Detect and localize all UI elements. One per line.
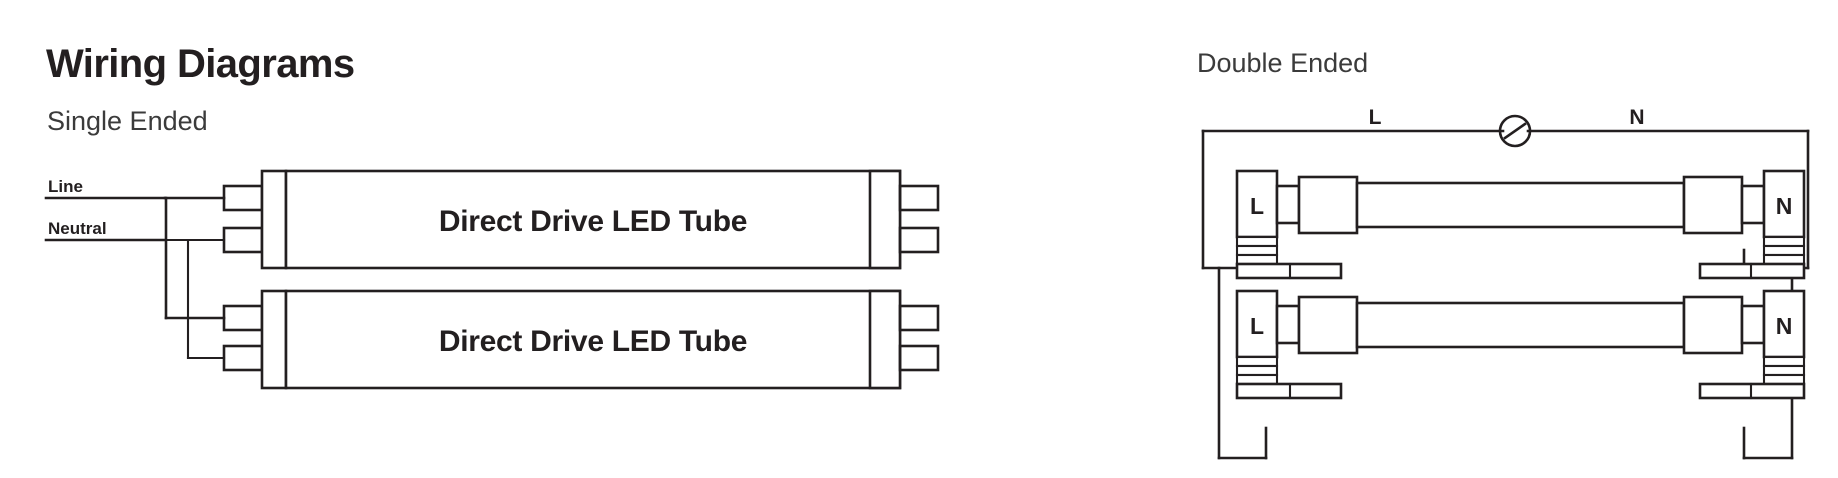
row-2-left-socket-label: L [1250, 313, 1264, 339]
row-1-right-socket-contact-1 [1762, 235, 1806, 248]
row-1-left-lamp-pin [1297, 175, 1359, 235]
neutral-wire-label: Neutral [48, 219, 107, 238]
row-1-left-socket-contact-1 [1235, 235, 1279, 248]
row-2-right-socket-contact-1 [1762, 355, 1806, 368]
row-2-right-lamp-pin [1682, 295, 1744, 355]
row-2-left-socket-contact-3 [1235, 373, 1279, 386]
row-2-left-socket: L [1235, 289, 1343, 400]
tube-2-left-pin-bottom [222, 344, 264, 372]
row-2-left-lamp-pin [1297, 295, 1359, 355]
double-ended-row-2: L N [1235, 289, 1806, 400]
row-2-right-socket-neck [1740, 304, 1766, 345]
row-1-right-lamp-pin [1682, 175, 1744, 235]
row-2-left-socket-contact-2 [1235, 364, 1279, 377]
tube-1-left-pin-bottom [222, 226, 264, 254]
double-ended-heading: Double Ended [1197, 48, 1369, 78]
row-1-left-socket-contact-3 [1235, 253, 1279, 266]
row-2-left-socket-contact-1 [1235, 355, 1279, 368]
row-1-right-socket: N [1698, 169, 1806, 280]
line-wire-label: Line [48, 177, 83, 196]
bus-label-line: L [1369, 106, 1382, 129]
tube-1-right-endcap [868, 169, 902, 270]
source-symbol-icon [1498, 114, 1532, 148]
tube-1-left-endcap [260, 169, 288, 270]
tube-2-label: Direct Drive LED Tube [439, 325, 747, 358]
tube-1-left-pin-top [222, 184, 264, 212]
row-1-tube-body [1355, 181, 1686, 229]
row-2-left-socket-neck [1275, 304, 1301, 345]
row-1-left-socket-contact-2 [1235, 244, 1279, 257]
tube-2-left-pin-top [222, 304, 264, 332]
tube-1-label: Direct Drive LED Tube [439, 205, 747, 238]
tube-2-left-endcap [260, 289, 288, 390]
tube-1: Direct Drive LED Tube [222, 169, 940, 270]
tube-1-right-pin-top [898, 184, 940, 212]
tube-2: Direct Drive LED Tube [222, 289, 940, 390]
tube-2-body [284, 289, 902, 390]
tube-2-right-endcap [868, 289, 902, 390]
row-1-right-socket-contact-3 [1762, 253, 1806, 266]
page-title: Wiring Diagrams [46, 42, 355, 86]
double-ended-row-1: L N [1235, 169, 1806, 280]
row-2-right-socket-contact-2 [1762, 364, 1806, 377]
tube-2-right-pin-top [898, 304, 940, 332]
tube-1-body [284, 169, 902, 270]
single-ended-heading: Single Ended [47, 106, 208, 136]
row-1-right-socket-label: N [1776, 193, 1793, 219]
tube-1-right-pin-bottom [898, 226, 940, 254]
row-1-left-socket-neck [1275, 184, 1301, 225]
tube-2-right-pin-bottom [898, 344, 940, 372]
single-ended-diagram: Direct Drive LED Tube Direct Drive LED T… [44, 169, 940, 390]
row-2-right-socket-contact-3 [1762, 373, 1806, 386]
row-2-right-socket: N [1698, 289, 1806, 400]
row-1-right-socket-neck [1740, 184, 1766, 225]
row-2-right-socket-label: N [1776, 313, 1793, 339]
double-ended-diagram: L N [1201, 106, 1810, 460]
bus-label-neutral: N [1629, 106, 1644, 129]
row-2-tube-body [1355, 301, 1686, 349]
row-1-left-socket-label: L [1250, 193, 1264, 219]
row-1-right-socket-contact-2 [1762, 244, 1806, 257]
row-1-left-socket: L [1235, 169, 1343, 280]
